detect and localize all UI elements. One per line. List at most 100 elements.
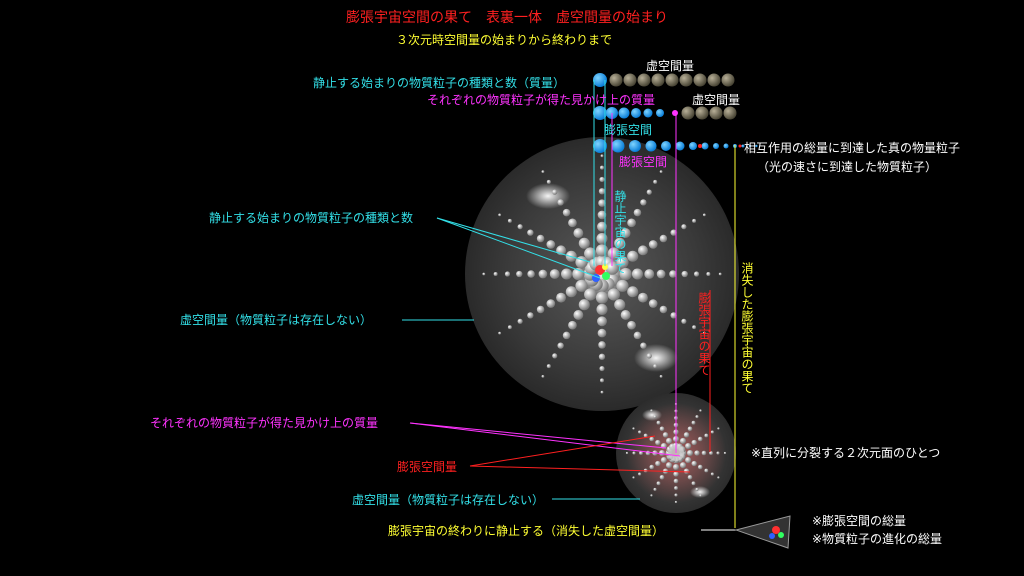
- ray-dot: [685, 442, 692, 450]
- connector-apparent-1: [409, 422, 667, 449]
- void-label-top: 虚空間量: [646, 59, 695, 73]
- ray-dot: [596, 303, 608, 315]
- row2-blue-particle: [643, 108, 653, 118]
- ray-dot: [639, 451, 643, 455]
- ray-dot: [598, 188, 606, 195]
- ray-dot: [659, 305, 668, 314]
- ray-dot: [573, 310, 584, 320]
- ray-dot: [498, 331, 502, 335]
- ray-dot: [638, 430, 642, 434]
- ray-dot: [653, 179, 658, 184]
- expansion-label-1: 膨張空間: [604, 123, 653, 137]
- ray-dot: [723, 451, 727, 455]
- ray-dot: [655, 460, 661, 467]
- ray-dot: [650, 494, 653, 497]
- ray-dot: [638, 292, 648, 303]
- row1-olive-particle: [721, 73, 735, 87]
- row1-olive-particle: [665, 73, 679, 87]
- ray-dot: [498, 213, 502, 217]
- ray-dot: [633, 208, 642, 217]
- ray-dot: [596, 233, 608, 245]
- row2-blue-particle: [631, 108, 641, 118]
- ray-dot: [694, 450, 700, 456]
- ray-dot: [673, 471, 679, 477]
- ray-dot: [527, 312, 534, 319]
- row2-olive-particle: [709, 106, 723, 120]
- connector-apparent-2: [409, 422, 681, 457]
- ray-dot: [595, 291, 609, 304]
- ray-dot: [598, 199, 606, 207]
- ray-dot: [681, 318, 687, 324]
- ray-dot: [681, 270, 688, 278]
- label-total-expansion: ※膨張空間の総量: [812, 514, 907, 528]
- ray-dot: [627, 286, 639, 298]
- end-cone: [734, 515, 791, 549]
- ray-dot: [573, 228, 584, 238]
- ray-dot: [597, 210, 607, 220]
- ray-dot: [541, 374, 545, 378]
- row3-blue-particle: [645, 140, 657, 152]
- ray-dot: [600, 390, 604, 394]
- row2-blue-particle: [618, 107, 630, 119]
- label-total-evolution: ※物質粒子の進化の総量: [812, 532, 943, 546]
- row1-olive-particle: [637, 73, 651, 87]
- row3-blue-particle: [593, 139, 607, 153]
- ray-dot: [670, 229, 677, 236]
- ray-dot: [507, 325, 512, 330]
- ray-dot: [648, 240, 658, 249]
- row2-blue-particle: [593, 106, 607, 120]
- row1-olive-particle: [623, 73, 637, 87]
- ray-dot: [638, 245, 648, 256]
- ray-dot: [709, 451, 713, 455]
- ray-dot: [656, 481, 661, 486]
- ray-dot: [692, 325, 697, 330]
- row3-blue-particle: [755, 144, 758, 148]
- ray-dot: [619, 267, 632, 281]
- ray-dot: [584, 247, 597, 260]
- ray-dot: [616, 279, 629, 292]
- ray-dot: [562, 331, 571, 340]
- label-split-note: ※直列に分裂する２次元面のひとつ: [751, 446, 941, 460]
- ray-dot: [665, 437, 673, 444]
- ray-dot: [691, 439, 697, 446]
- row3-blue-particle: [741, 144, 745, 148]
- ray-dot: [695, 487, 699, 491]
- ray-dot: [674, 493, 678, 497]
- vertical-label-expanding-edge: 膨張宇宙の果て: [697, 292, 711, 376]
- row3-blue-particle: [701, 142, 709, 150]
- ray-dot: [575, 279, 588, 292]
- large-sphere-highlight-bottom: [634, 344, 678, 372]
- ray-dot: [653, 364, 658, 369]
- ray-dot: [546, 299, 556, 308]
- ray-dot: [685, 456, 692, 464]
- particle-rows: [593, 73, 758, 153]
- ray-dot: [552, 189, 558, 195]
- ray-dot: [643, 433, 648, 438]
- row2-olive-particle: [695, 106, 709, 120]
- ray-dot: [627, 250, 639, 262]
- ray-dot: [620, 228, 631, 238]
- connector-rest-2: [436, 217, 601, 279]
- ray-dot: [557, 342, 564, 349]
- row2-olive-particle: [723, 106, 737, 120]
- small-sphere-highlight-bottom: [690, 486, 710, 498]
- ray-dot: [605, 261, 619, 275]
- row3-blue-particle: [713, 143, 719, 149]
- ray-dot: [706, 272, 711, 276]
- ray-dot: [517, 224, 523, 230]
- ray-dot: [716, 451, 720, 455]
- expansion-label-2: 膨張空間: [619, 155, 668, 169]
- label-true-particles-2: （光の速さに到達した物質粒子）: [757, 160, 938, 174]
- ray-dot: [600, 154, 604, 158]
- ray-dot: [598, 341, 606, 349]
- ray-dot: [561, 268, 573, 280]
- ray-dot: [691, 481, 696, 486]
- ray-dot: [644, 269, 655, 279]
- large-sphere-rays: [482, 154, 722, 394]
- ray-dot: [546, 240, 556, 249]
- ray-dot: [686, 449, 694, 457]
- label-true-particles-1: 相互作用の総量に到達した真の物量粒子: [744, 141, 961, 155]
- ray-dot: [633, 331, 642, 340]
- ray-dot: [607, 247, 620, 260]
